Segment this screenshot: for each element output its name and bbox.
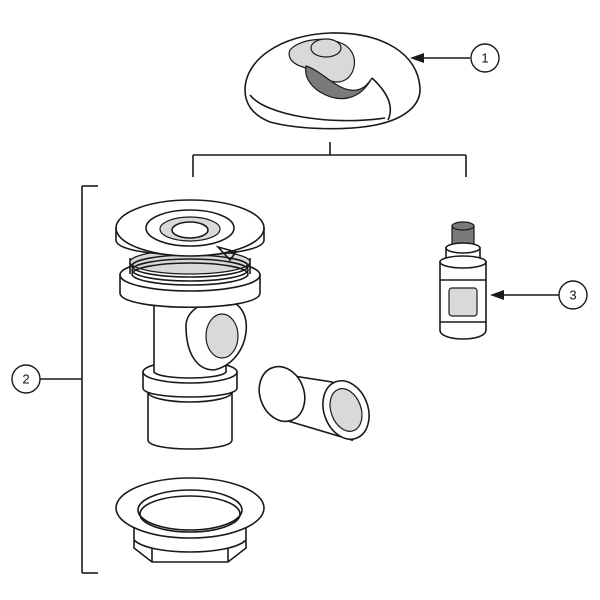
callout-3-label: 3 (569, 288, 576, 303)
group-bracket (40, 185, 98, 574)
leader-arrows (410, 53, 559, 300)
connector-tree (192, 142, 467, 177)
callout-3: 3 (558, 280, 588, 310)
part-nut (115, 477, 265, 563)
part-cap (244, 32, 421, 130)
part-jet-body (115, 199, 265, 450)
callout-2-label: 2 (22, 372, 29, 387)
callout-2: 2 (11, 364, 41, 394)
callout-1: 1 (470, 43, 500, 73)
callout-1-label: 1 (481, 51, 488, 66)
part-sleeve (258, 365, 370, 442)
part-cartridge (439, 221, 487, 340)
